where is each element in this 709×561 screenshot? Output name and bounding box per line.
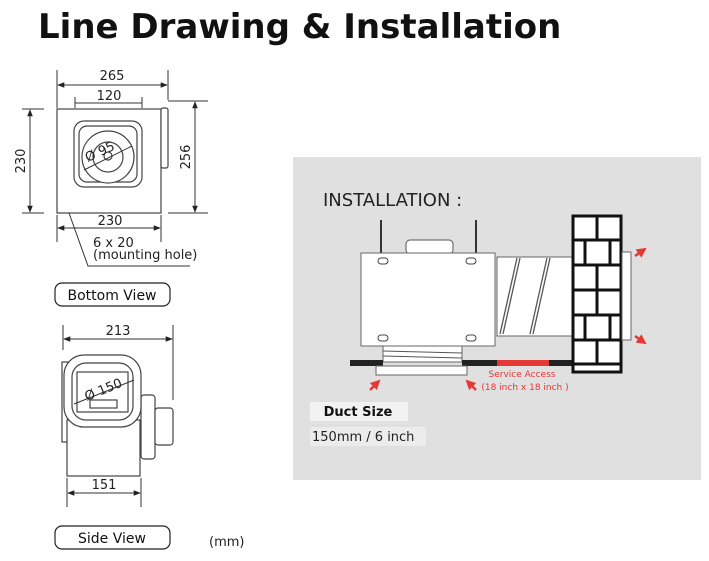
mounting-hole-size: 6 x 20 bbox=[93, 236, 134, 251]
side-view-label: Side View bbox=[54, 525, 171, 550]
page-title: Line Drawing & Installation bbox=[38, 7, 561, 47]
dim-bottom-width: 230 bbox=[98, 214, 123, 229]
brick-wall bbox=[571, 214, 623, 374]
dim-bottom-width-total: 265 bbox=[100, 69, 125, 84]
duct-size-label: Duct Size bbox=[324, 405, 393, 420]
installation-panel: INSTALLATION : bbox=[293, 157, 701, 480]
duct-size-value: 150mm / 6 inch bbox=[312, 430, 414, 445]
duct bbox=[496, 256, 573, 337]
side-view-drawing: 213 Ø 150 151 bbox=[61, 324, 174, 507]
svg-text:Side View: Side View bbox=[78, 531, 146, 547]
dim-side-width: 151 bbox=[92, 478, 117, 493]
ceiling-grille bbox=[375, 365, 468, 376]
dim-side-width-total: 213 bbox=[106, 324, 131, 339]
service-access-label: Service Access bbox=[489, 370, 556, 380]
units-label: (mm) bbox=[209, 535, 244, 550]
svg-text:Bottom View: Bottom View bbox=[67, 288, 156, 304]
bottom-view-drawing: 265 120 Ø 95 230 256 230 6 x 20 (mountin… bbox=[14, 69, 208, 267]
dim-bottom-inlet: 120 bbox=[97, 89, 122, 104]
fan-unit bbox=[360, 252, 496, 347]
dim-bottom-height-left: 230 bbox=[14, 149, 29, 174]
service-access-size: (18 inch x 18 inch ) bbox=[481, 383, 568, 393]
mounting-hole-label: (mounting hole) bbox=[93, 248, 197, 263]
bottom-view-label: Bottom View bbox=[54, 282, 171, 307]
installation-title: INSTALLATION : bbox=[323, 190, 462, 211]
dim-bottom-height-right: 256 bbox=[179, 145, 194, 170]
